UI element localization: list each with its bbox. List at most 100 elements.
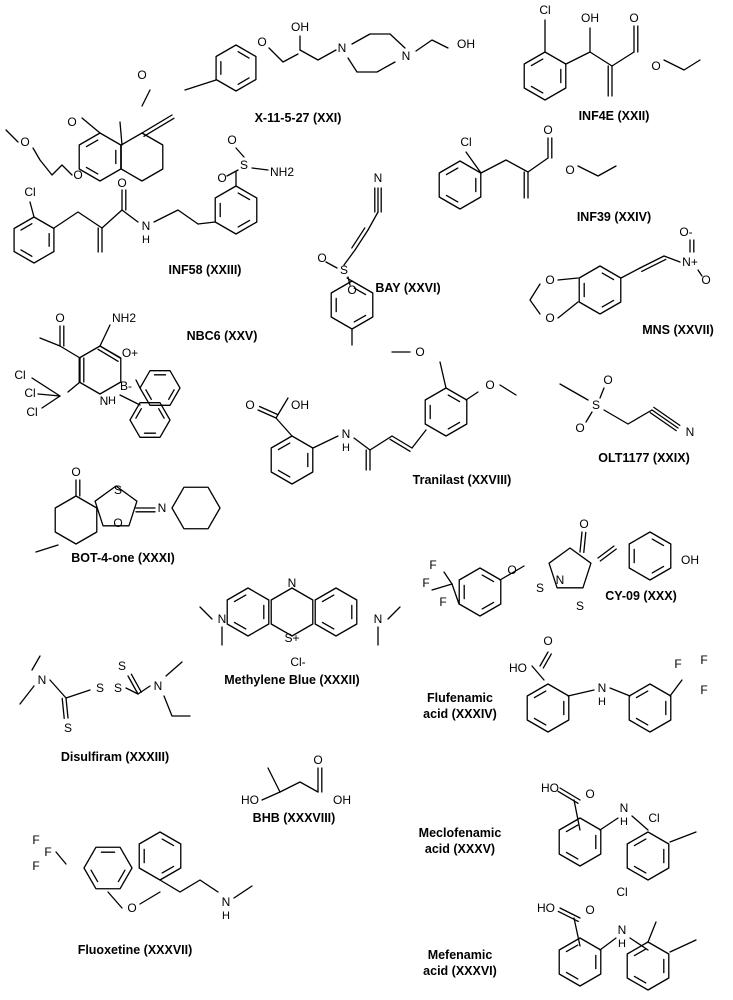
atom-label: O xyxy=(67,115,76,129)
atom-label: N xyxy=(288,576,297,590)
compound-caption: BAY (XXVI) xyxy=(375,281,440,295)
atom-label: O xyxy=(73,168,82,182)
atom-label: N xyxy=(154,679,163,693)
atom-label: OH xyxy=(681,553,699,567)
atom-label: Cl xyxy=(648,811,659,825)
atom-label: NH2 xyxy=(112,311,136,325)
atom-label: N+ xyxy=(682,255,698,269)
atom-label: S xyxy=(118,659,126,673)
compound-caption: Methylene Blue (XXXII) xyxy=(224,673,359,687)
atom-label: Cl xyxy=(26,405,37,419)
atom-label: OH xyxy=(291,20,309,34)
atom-label: F xyxy=(429,558,436,572)
atom-label: H xyxy=(142,234,150,246)
compound-caption: acid (XXXV) xyxy=(425,842,495,856)
atom-label: O xyxy=(415,345,424,359)
atom-label: H xyxy=(598,696,606,708)
atom-label: O xyxy=(245,398,254,412)
atom-label: Cl xyxy=(539,3,550,17)
compound-caption: Fluoxetine (XXXVII) xyxy=(78,943,193,957)
atom-label: O xyxy=(20,135,29,149)
atom-label: O xyxy=(71,465,80,479)
compound-caption: acid (XXXIV) xyxy=(423,707,497,721)
atom-label: S xyxy=(536,581,544,595)
atom-label: H xyxy=(342,442,350,454)
atom-label: S xyxy=(592,398,600,412)
atom-label: N xyxy=(556,573,565,587)
atom-label: F xyxy=(422,576,429,590)
atom-label: O xyxy=(317,251,326,265)
compound-caption: OLT1177 (XXIX) xyxy=(598,451,689,465)
atom-label: O xyxy=(127,901,136,915)
atom-label: F xyxy=(44,845,51,859)
atom-label: N xyxy=(218,612,227,626)
atom-label: O xyxy=(545,311,554,325)
atom-label: S xyxy=(114,681,122,695)
atom-label: F xyxy=(674,657,681,671)
atom-label: S xyxy=(576,599,584,613)
atom-label: Cl xyxy=(24,185,35,199)
atom-label: OH xyxy=(581,11,599,25)
atom-label: HO xyxy=(241,793,259,807)
atom-label: N xyxy=(142,219,151,233)
atom-label: S xyxy=(240,158,248,172)
atom-label: S xyxy=(64,721,72,735)
compound-caption: CY-09 (XXX) xyxy=(605,589,677,603)
atom-label: O xyxy=(585,787,594,801)
atom-label: HO xyxy=(537,901,555,915)
atom-label: F xyxy=(32,833,39,847)
atom-label: O xyxy=(575,421,584,435)
atom-label: O xyxy=(227,133,236,147)
atom-label: N xyxy=(618,923,627,937)
atom-label: S xyxy=(340,263,348,277)
atom-label: H xyxy=(222,910,230,922)
compound-caption: INF4E (XXII) xyxy=(579,109,650,123)
compound-caption: Disulfiram (XXXIII) xyxy=(61,750,169,764)
atom-label: N xyxy=(100,394,109,408)
compound-caption: Meclofenamic xyxy=(419,826,502,840)
compound-caption: Mefenamic xyxy=(428,948,493,962)
compound-caption: X-11-5-27 (XXI) xyxy=(255,111,342,125)
atom-label: H xyxy=(618,938,626,950)
atom-label: N xyxy=(38,673,47,687)
atom-label: NH2 xyxy=(270,165,294,179)
compound-caption: BHB (XXXVIII) xyxy=(253,811,336,825)
compound-caption: NBC6 (XXV) xyxy=(187,329,258,343)
atom-label: B- xyxy=(120,379,132,393)
atom-label: O+ xyxy=(122,346,138,360)
atom-label: O xyxy=(507,563,516,577)
atom-label: F xyxy=(700,653,707,667)
atom-label: O xyxy=(257,35,266,49)
compound-caption: Flufenamic xyxy=(427,691,493,705)
compound-caption: MNS (XXVII) xyxy=(642,323,714,337)
atom-label: Cl xyxy=(14,368,25,382)
atom-label: N xyxy=(222,895,231,909)
atom-label: Cl xyxy=(616,885,627,899)
compound-caption: Tranilast (XXVIII) xyxy=(413,473,512,487)
atom-label: N xyxy=(338,41,347,55)
atom-label: S+ xyxy=(284,631,299,645)
atom-label: N xyxy=(598,681,607,695)
atom-label: N xyxy=(342,427,351,441)
compound-xxxii: N S+ N N Cl- Methylene Blue (XXXII) xyxy=(199,576,401,687)
atom-label: N xyxy=(374,612,383,626)
atom-label: Cl xyxy=(460,135,471,149)
atom-label: Cl xyxy=(24,386,35,400)
atom-label: OH xyxy=(333,793,351,807)
atom-label: Cl- xyxy=(290,655,305,669)
atom-label: N xyxy=(620,801,629,815)
atom-label: O xyxy=(117,176,126,190)
atom-label: O xyxy=(701,273,710,287)
